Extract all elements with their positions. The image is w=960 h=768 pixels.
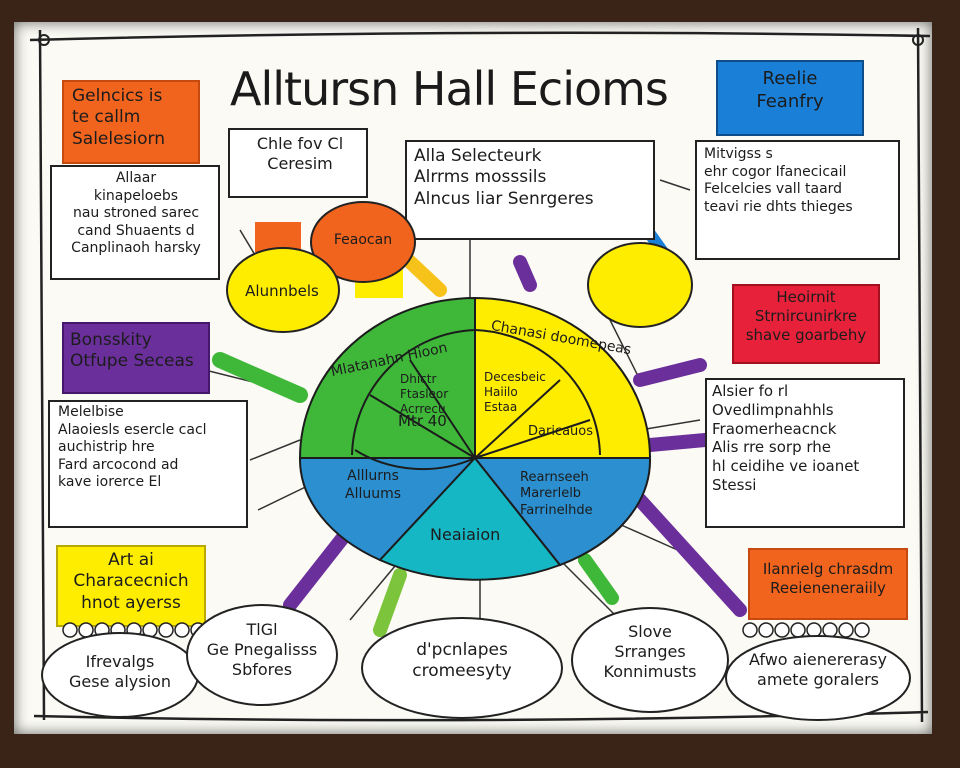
bubble-yellow-right [587,242,693,328]
pie-blue-right [472,457,652,567]
note-left-box-2 [48,400,248,528]
oval-bottom-mid-2-text: Slove Srranges Konnimusts [603,622,697,681]
note-left-box-1-text: Allaar kinapeloebs nau stroned sarec can… [71,170,201,256]
note-bottom-left-yellow-text: Art ai Characecnich hnot ayerss [73,550,189,613]
note-bottom-right-orange [748,548,908,620]
bubble-orange-text: Feaocan [333,232,393,248]
note-top-center-box-text: Chle fov Cl Ceresim [256,134,344,173]
note-top-right-blue-text: Reelie Feanfry [756,68,824,112]
pie-teal [378,456,562,581]
pie-teal-label: Neaiaion [430,525,501,544]
pie-green [298,296,476,459]
note-right-box-2 [705,378,905,528]
note-top-left-orange-text: Gelncics is te callm Salelesiorn [72,86,166,149]
bubble-yellow-left-text: Alunnbels [245,282,319,300]
note-top-mid-box [405,140,655,240]
note-left-purple [62,322,210,394]
note-top-right-blue [716,60,864,136]
note-left-box-1 [50,165,220,280]
note-right-box-1-text: Mitvigss s ehr cogor Ifanecicail Felcelc… [704,146,853,215]
pie-yellow-small-label: Daricauos [528,424,594,439]
note-right-box-1 [695,140,900,260]
note-left-box-2-text: Melelbise Alaoiesls esercle cacl auchist… [58,404,207,490]
note-right-red [732,284,880,364]
oval-bottom-mid-2 [571,607,729,713]
bubble-orange [310,201,416,283]
pie-green-small-label: Mtr 40 [398,412,447,430]
poster-title: Alltursn Hall Ecioms [230,62,669,116]
note-top-center-box [228,128,368,198]
note-right-red-text: Heoirnit Strnircunirkre shave goarbehy [745,288,867,344]
oval-bottom-right-text: Afwo aienererasy amete goralers [748,650,888,689]
cloud-decoration-right [742,622,870,638]
pie-blue-left-label: Alllurns Alluums [345,468,402,502]
pie-yellow-inner-label: Decesbeic Haiilo Estaa [484,370,546,414]
note-top-mid-box-text: Alla Selecteurk Alrrms mosssils Alncus l… [414,146,594,209]
note-left-purple-text: Bonsskity Otfupe Seceas [70,330,194,372]
oval-bottom-center [361,617,563,719]
bubble-yellow-left [226,247,340,333]
note-bottom-left-yellow [56,545,206,627]
oval-bottom-center-text: d'pcnlapes cromeesyty [412,640,512,682]
pie-green-inner-label: Dhictr Ftasleor Acrrecu [400,372,449,416]
oval-bottom-left-text: Ifrevalgs Gese alysion [69,652,171,691]
note-bottom-right-orange-text: Ilanrielg chrasdm Reeieneneraiily [762,560,894,597]
note-top-left-orange [62,80,200,164]
oval-bottom-mid-1-text: TlGl Ge Pnegalisss Sbfores [206,620,318,679]
note-right-box-2-text: Alsier fo rl Ovedlimpnahhls Fraomerheacn… [712,382,860,494]
oval-bottom-mid-1 [186,604,338,706]
oval-bottom-right [725,635,911,721]
pie-blue-left [298,457,478,562]
pie-blue-right-label: Rearnseeh Marerlelb Farrinelhde [520,470,593,518]
